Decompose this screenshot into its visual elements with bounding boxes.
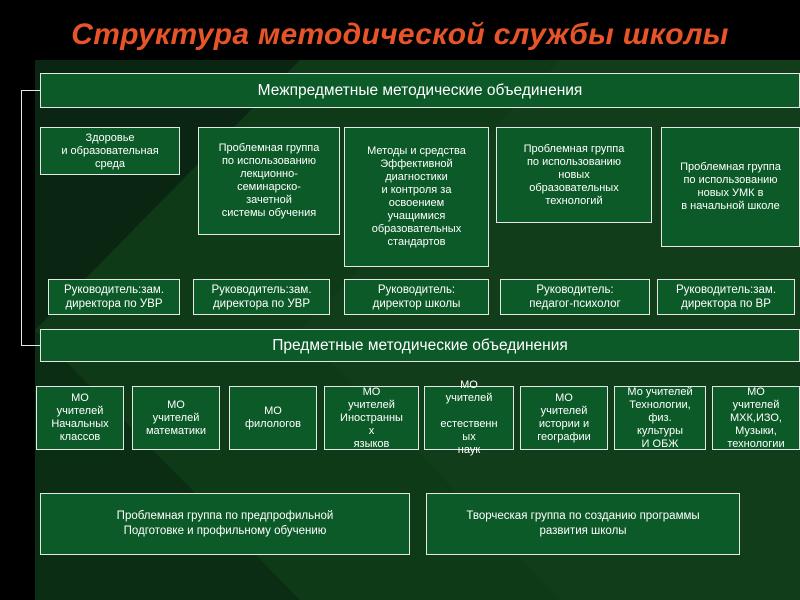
creative-group: Творческая группа по созданию программы … [426, 493, 740, 555]
group-new-umk: Проблемная группа по использованию новых… [661, 127, 800, 247]
interdisciplinary-header: Межпредметные методические объединения [40, 73, 800, 108]
leader-3: Руководитель: директор школы [344, 279, 489, 315]
leader-5: Руководитель:зам. директора по ВР [657, 279, 795, 315]
leader-2: Руководитель:зам. директора по УВР [193, 279, 330, 315]
preprofile-group: Проблемная группа по предпрофильной Подг… [40, 493, 410, 555]
mo-philology: МО филологов [229, 386, 317, 450]
leader-4: Руководитель: педагог-психолог [500, 279, 650, 315]
group-new-technologies: Проблемная группа по использованию новых… [496, 127, 652, 223]
connector-bottom [21, 345, 41, 346]
mo-foreign-languages: МО учителей Иностранны х языков [324, 386, 419, 450]
mo-math: МО учителей математики [132, 386, 220, 450]
page-title: Структура методической службы школы [71, 18, 729, 51]
leader-1: Руководитель:зам. директора по УВР [48, 279, 180, 315]
mo-natural-sciences: МО учителей естественн ых наук [424, 379, 514, 456]
mo-art-music: МО учителей МХК,ИЗО, Музыки, технологии [712, 386, 800, 450]
subject-header: Предметные методические объединения [40, 329, 800, 362]
group-health: Здоровье и образовательная среда [40, 127, 180, 175]
connector-top [21, 90, 41, 91]
mo-primary: МО учителей Начальных классов [36, 386, 124, 450]
mo-history-geography: МО учителей истории и географии [520, 386, 608, 450]
mo-technology-pe: Мо учителей Технологии, физ. культуры И … [614, 386, 706, 450]
group-lecture-system: Проблемная группа по использованию лекци… [198, 127, 340, 235]
group-diagnostics: Методы и средства Эффективной диагностик… [344, 127, 489, 267]
left-connector-line [21, 90, 22, 345]
